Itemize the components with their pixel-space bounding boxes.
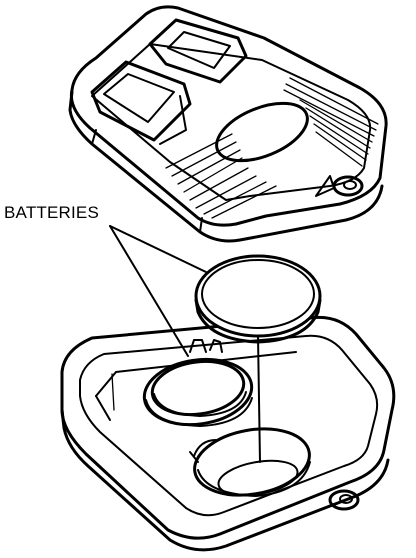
- remote-bottom-tray: [60, 315, 396, 552]
- battery-installed: [150, 359, 247, 417]
- button-lower: [90, 60, 192, 145]
- battery-holder-1: [142, 339, 254, 427]
- button-upper: [148, 18, 248, 84]
- battery-loose: [194, 254, 322, 344]
- guide-line: [257, 335, 261, 463]
- remote-top-cover: [68, 5, 388, 243]
- oval-button: [215, 101, 309, 163]
- key-ring-loop: [315, 175, 364, 197]
- batteries-leader-lines: [109, 225, 207, 357]
- grip-ridges-right: [283, 77, 379, 167]
- battery-holder-2: [189, 427, 311, 497]
- batteries-label: BATTERIES: [4, 203, 100, 222]
- grip-ridges-left: [165, 133, 277, 219]
- tray-key-ring-hole: [328, 489, 360, 511]
